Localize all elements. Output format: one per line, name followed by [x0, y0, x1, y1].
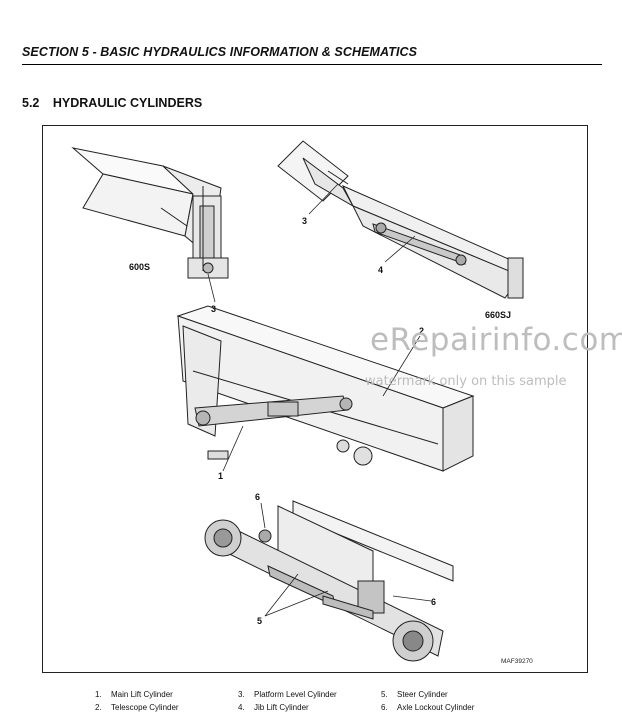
legend-item: 5.Steer Cylinder — [381, 690, 448, 699]
figure-drawing — [71, 140, 524, 662]
callout-6-right: 6 — [431, 597, 437, 607]
section-header: SECTION 5 - BASIC HYDRAULICS INFORMATION… — [22, 45, 418, 59]
watermark-main: eRepairinfo.com — [370, 322, 622, 358]
callout-5: 5 — [257, 616, 263, 626]
subsection-heading: 5.2 HYDRAULIC CYLINDERS — [22, 96, 202, 110]
callout-2: 2 — [419, 326, 425, 336]
callout-3-600s: 3 — [211, 304, 217, 314]
hydraulic-cylinders-figure: 600S 660SJ 3 3 4 2 1 6 6 5 MAF39270 — [42, 125, 588, 673]
subsection-title: HYDRAULIC CYLINDERS — [52, 96, 203, 110]
legend-item: 4.Jib Lift Cylinder — [238, 703, 309, 712]
legend-item: 1.Main Lift Cylinder — [95, 690, 173, 699]
jib-660sj-drawing — [277, 140, 524, 299]
legend-item: 6.Axle Lockout Cylinder — [381, 703, 475, 712]
main-boom-drawing — [176, 305, 475, 472]
legend-item: 2.Telescope Cylinder — [95, 703, 179, 712]
axle-assembly-drawing — [204, 500, 454, 662]
subsection-number: 5.2 — [22, 96, 40, 110]
callout-4: 4 — [378, 265, 384, 275]
model-label-660sj: 660SJ — [485, 310, 512, 320]
header-rule — [22, 64, 602, 65]
legend-column-1: 1.Main Lift Cylinder 2.Telescope Cylinde… — [95, 688, 179, 714]
callout-6-left: 6 — [255, 492, 261, 502]
callout-1: 1 — [218, 471, 224, 481]
model-label-600s: 600S — [129, 262, 151, 272]
callout-leader-lines — [207, 183, 432, 617]
drawing-code: MAF39270 — [501, 658, 533, 665]
callout-3-660sj: 3 — [302, 216, 308, 226]
legend-item: 3.Platform Level Cylinder — [238, 690, 337, 699]
legend-column-3: 5.Steer Cylinder 6.Axle Lockout Cylinder — [381, 688, 474, 714]
watermark-sub: watermark only on this sample — [365, 374, 567, 389]
boom-600s-drawing — [71, 147, 229, 279]
legend-column-2: 3.Platform Level Cylinder 4.Jib Lift Cyl… — [238, 688, 337, 714]
